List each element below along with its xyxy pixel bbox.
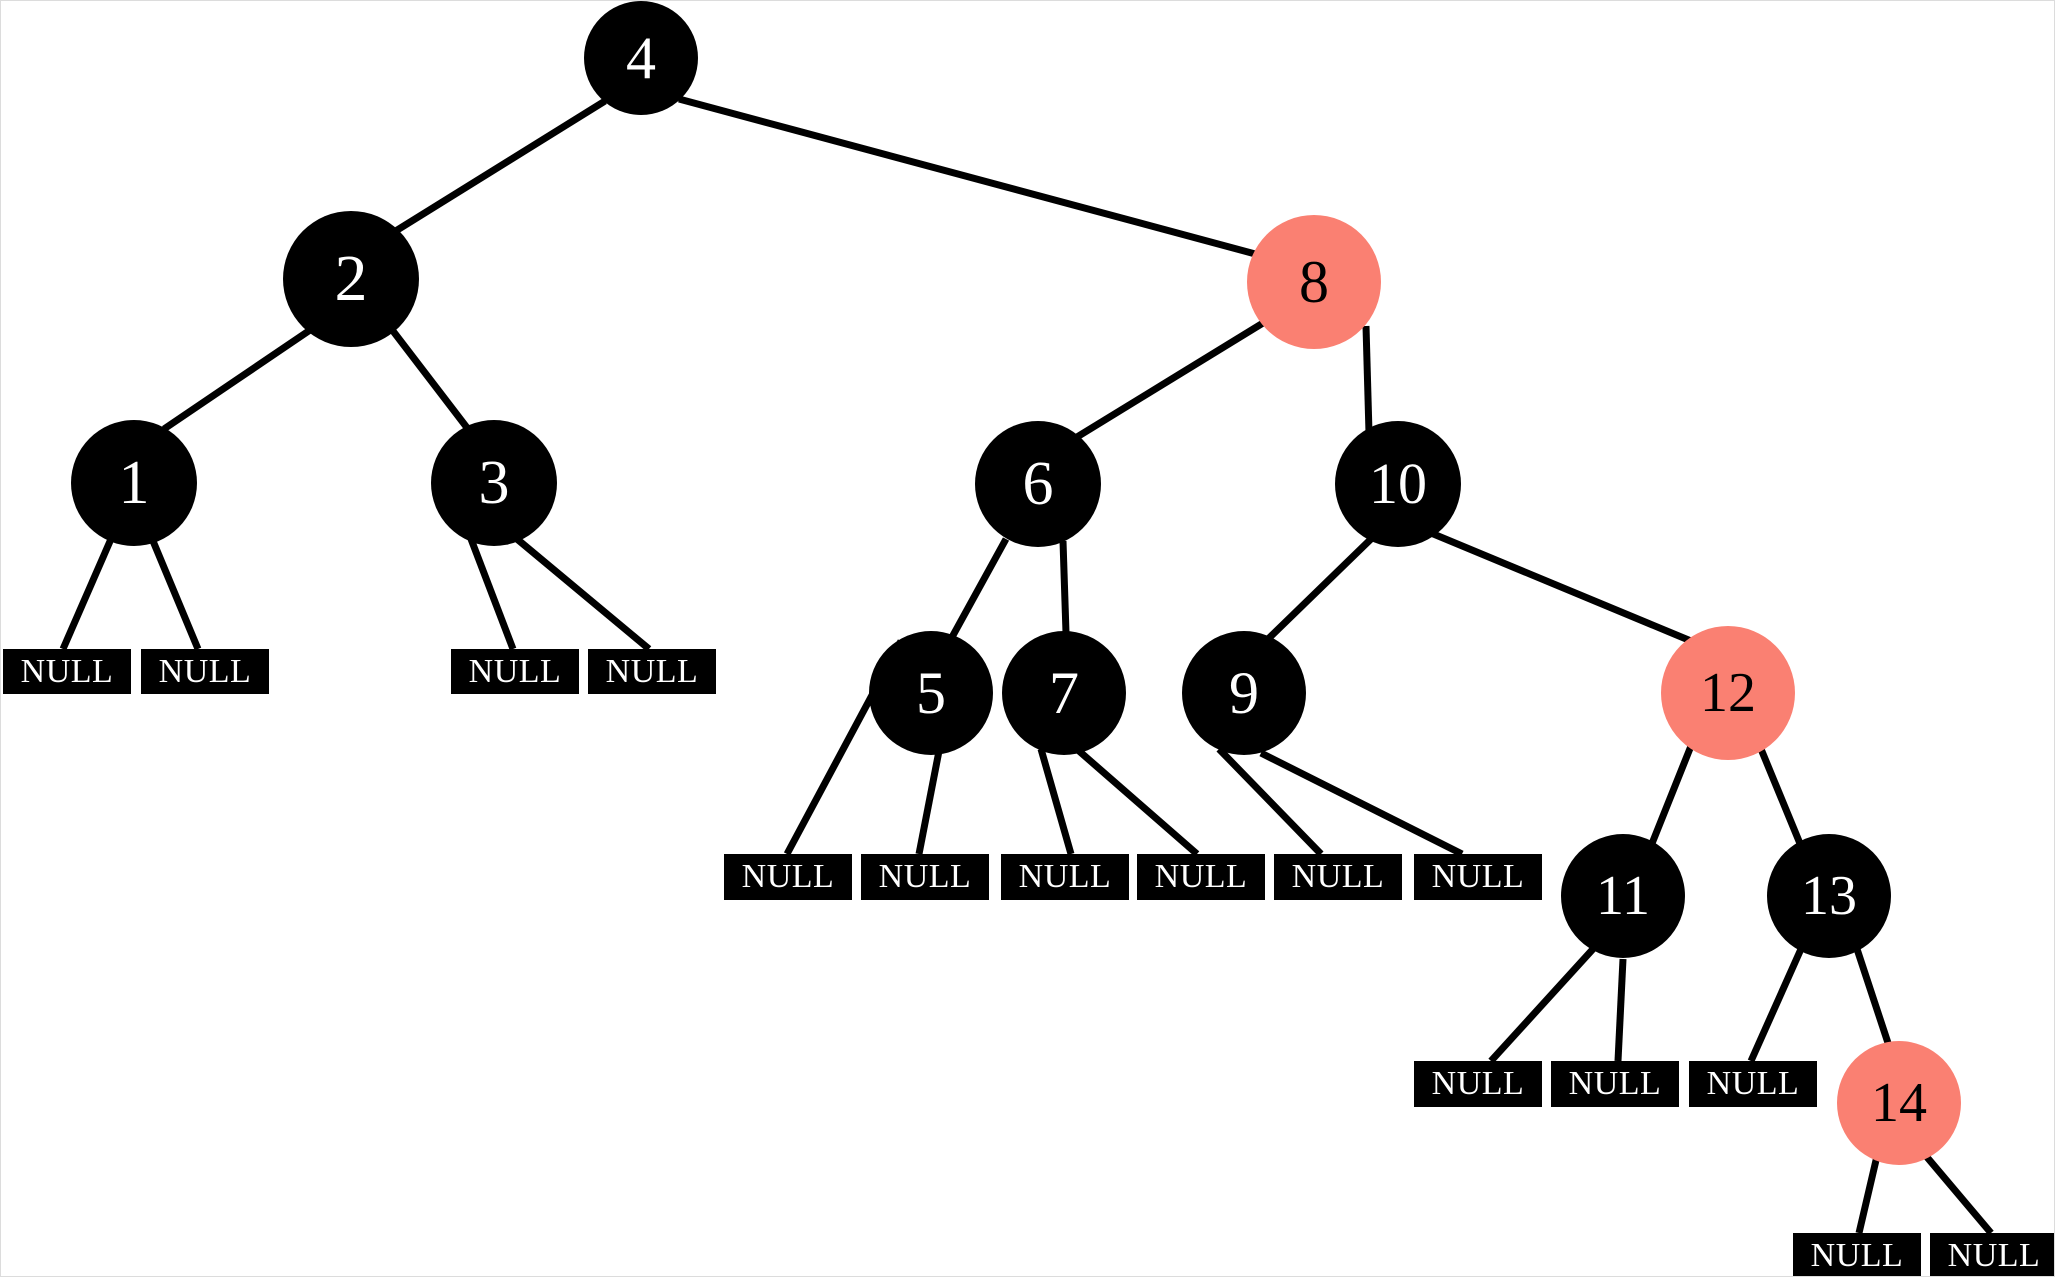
tree-node-1[interactable]: 1 — [71, 420, 197, 546]
tree-edge-n10-n12 — [1429, 529, 1693, 645]
tree-edge-n5-u6 — [915, 750, 943, 855]
tree-edge-n9-u9 — [1216, 746, 1324, 857]
tree-node-label: 12 — [1700, 662, 1756, 724]
tree-null-label: NULL — [468, 652, 562, 690]
tree-edge-n7-u8 — [1076, 748, 1200, 857]
tree-null-label: NULL — [878, 858, 972, 895]
tree-node-label: 10 — [1369, 451, 1427, 516]
tree-node-label: 7 — [1049, 660, 1079, 726]
tree-node-3[interactable]: 3 — [431, 420, 557, 546]
tree-null-label: NULL — [1431, 1065, 1525, 1102]
tree-null-leaf: NULL — [1137, 854, 1265, 900]
tree-null-label: NULL — [1291, 858, 1385, 895]
tree-node-label: 9 — [1229, 660, 1259, 726]
tree-null-label: NULL — [605, 652, 699, 690]
tree-null-label: NULL — [1431, 858, 1525, 895]
tree-null-label: NULL — [1947, 1236, 2041, 1274]
tree-node-label: 4 — [626, 25, 656, 91]
tree-node-6[interactable]: 6 — [975, 421, 1101, 547]
tree-edge-n8-n10 — [1362, 325, 1373, 434]
tree-edge-n7-u7 — [1037, 748, 1075, 855]
tree-node-label: 5 — [916, 660, 946, 726]
tree-null-leaf: NULL — [1930, 1233, 2054, 1276]
tree-edge-n2-n3 — [390, 328, 471, 432]
tree-node-12[interactable]: 12 — [1661, 626, 1795, 760]
tree-node-label: 11 — [1596, 865, 1650, 927]
tree-null-leaf: NULL — [724, 854, 852, 900]
tree-null-leaf: NULL — [451, 649, 579, 694]
tree-null-leaf: NULL — [3, 649, 131, 694]
tree-null-label: NULL — [1018, 858, 1112, 895]
tree-edge-n12-n13 — [1757, 747, 1805, 848]
tree-node-5[interactable]: 5 — [869, 631, 993, 755]
tree-node-2[interactable]: 2 — [283, 211, 419, 347]
tree-edge-n12-n11 — [1647, 744, 1695, 848]
tree-null-leaf: NULL — [1001, 854, 1129, 900]
tree-edge-n11-u12 — [1614, 958, 1627, 1062]
tree-null-leaf: NULL — [1793, 1233, 1921, 1276]
tree-edge-n10-n9 — [1263, 536, 1374, 644]
tree-edge-n9-u10 — [1259, 749, 1464, 858]
tree-edge-n4-n2 — [384, 98, 607, 240]
tree-node-label: 8 — [1299, 249, 1329, 315]
tree-null-leaf: NULL — [1551, 1061, 1679, 1107]
tree-node-label: 14 — [1871, 1072, 1927, 1134]
tree-null-leaf: NULL — [141, 649, 269, 694]
tree-edge-n13-u13 — [1747, 947, 1805, 1063]
tree-edge-n14-u14 — [1855, 1155, 1881, 1234]
tree-node-label: 1 — [118, 449, 150, 517]
tree-node-label: 6 — [1022, 450, 1054, 518]
tree-node-9[interactable]: 9 — [1182, 631, 1306, 755]
tree-null-leaf: NULL — [861, 854, 989, 900]
tree-null-leaf: NULL — [1414, 1061, 1542, 1107]
tree-null-label: NULL — [1706, 1065, 1800, 1102]
tree-null-label: NULL — [1154, 858, 1248, 895]
tree-node-label: 13 — [1801, 865, 1857, 927]
tree-null-label: NULL — [1810, 1236, 1904, 1274]
tree-edge-n1-u2 — [149, 539, 202, 651]
tree-node-10[interactable]: 10 — [1335, 421, 1461, 547]
tree-edge-n6-n7 — [1059, 540, 1070, 634]
tree-node-label: 2 — [334, 242, 368, 315]
tree-edge-n2-n1 — [162, 323, 318, 432]
tree-null-leaf: NULL — [1689, 1061, 1817, 1107]
tree-edge-n11-u11 — [1488, 946, 1596, 1064]
tree-node-13[interactable]: 13 — [1767, 834, 1891, 958]
tree-node-label: 3 — [478, 449, 510, 517]
tree-edge-n6-n5 — [947, 537, 1010, 641]
tree-edge-n3-u3 — [467, 537, 517, 651]
tree-edge-n3-u4 — [514, 536, 652, 652]
tree-null-label: NULL — [20, 652, 114, 690]
tree-null-leaf: NULL — [1274, 854, 1402, 900]
tree-null-leaf: NULL — [588, 649, 716, 694]
tree-null-label: NULL — [158, 652, 252, 690]
tree-edge-n4-n8 — [678, 95, 1275, 263]
tree-null-label: NULL — [1568, 1065, 1662, 1102]
tree-node-8[interactable]: 8 — [1247, 215, 1381, 349]
tree-edge-n1-u1 — [59, 537, 115, 651]
tree-node-11[interactable]: 11 — [1561, 834, 1685, 958]
tree-node-14[interactable]: 14 — [1837, 1041, 1961, 1165]
tree-node-4[interactable]: 4 — [584, 1, 698, 115]
tree-edge-n14-u15 — [1923, 1153, 1994, 1236]
tree-edge-n8-n6 — [1075, 320, 1265, 440]
tree-null-leaf: NULL — [1414, 854, 1542, 900]
tree-null-label: NULL — [741, 858, 835, 895]
tree-node-7[interactable]: 7 — [1002, 631, 1126, 755]
tree-edge-n13-n14 — [1853, 947, 1893, 1048]
